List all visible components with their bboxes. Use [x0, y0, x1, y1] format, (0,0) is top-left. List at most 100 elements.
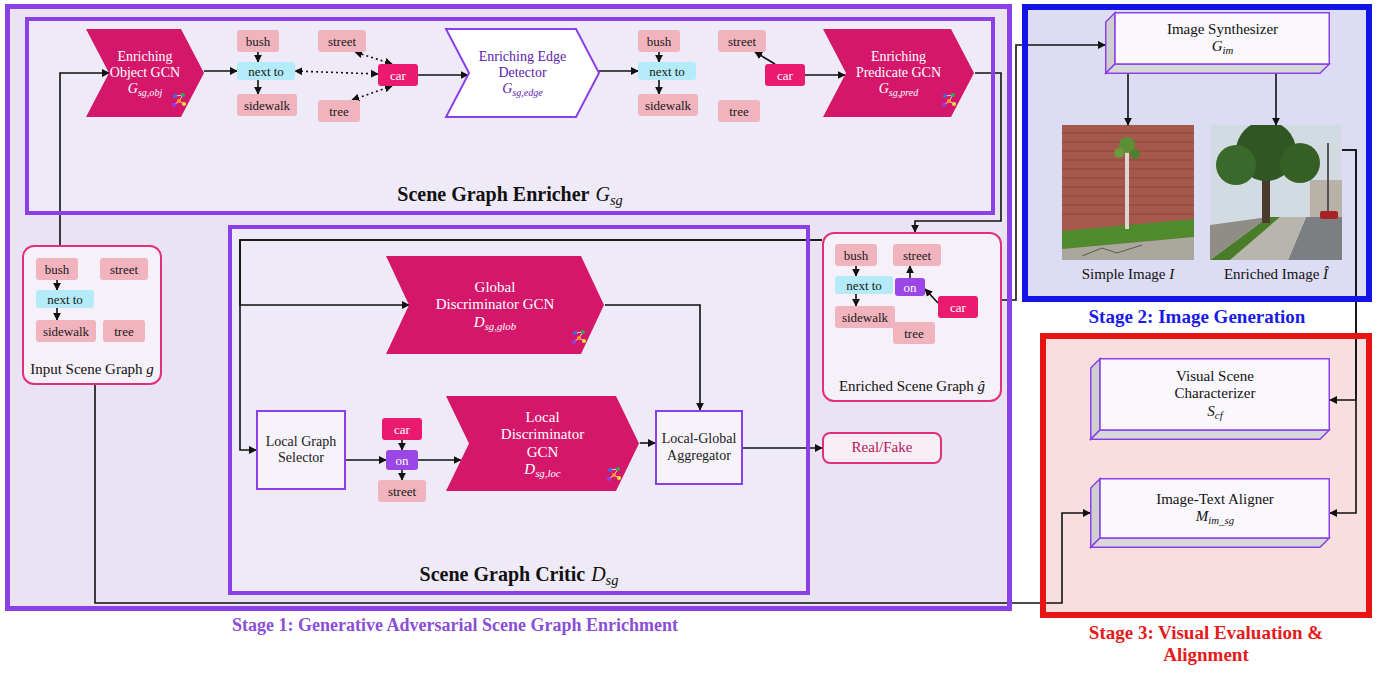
graph-node: street [100, 258, 148, 280]
graph-icon-dot [616, 467, 620, 471]
chevron-outline [446, 396, 639, 491]
illustration-part [1327, 143, 1329, 217]
node-text: Dsg,loc [524, 461, 560, 478]
node-text: bush [647, 35, 672, 48]
node-text: Stage 1: Generative Adversarial Scene Gr… [232, 615, 678, 635]
gcn-chevron: Enriching Edge DetectorGsg,edge [445, 28, 600, 118]
node-text: street [328, 35, 356, 48]
graph-node: tree [318, 100, 360, 122]
cube-front [1100, 359, 1329, 430]
graph-node: street [318, 30, 366, 52]
illustration-part [1125, 147, 1129, 229]
symbol-subscript: im [1223, 44, 1234, 56]
panel-heading: Stage 2: Image Generation [1027, 306, 1367, 328]
node-text: Local-Global Aggregator [660, 431, 738, 463]
process-box: Local-Global Aggregator [655, 410, 743, 485]
group-panel: Stage 2: Image GenerationImage Synthesiz… [1022, 4, 1372, 302]
connector [355, 52, 392, 64]
connector [599, 70, 638, 72]
graph-icon-dot [617, 476, 621, 480]
node-text: street [903, 249, 931, 262]
node-text: Local Graph Selector [261, 434, 341, 466]
graph-node: street [893, 244, 941, 266]
connector [1330, 150, 1356, 400]
symbol-letter: Î [1323, 266, 1328, 282]
connector [56, 280, 58, 290]
chevron-outline [86, 29, 204, 117]
node-text: on [396, 454, 409, 467]
symbol-letter: G [502, 81, 512, 96]
symbol-subscript: sg,glob [485, 319, 517, 331]
graph-node: bush [835, 244, 877, 266]
graph-node: sidewalk [36, 320, 96, 342]
graph-node: sidewalk [237, 94, 297, 116]
graph-icon-dot [177, 99, 181, 103]
node-text: Real/Fake [852, 439, 913, 456]
connector [640, 442, 655, 444]
node-text: Gsg,edge [502, 81, 543, 97]
node-label: Visual Scene CharacterizerScf [1145, 360, 1285, 428]
graph-icon [172, 93, 186, 107]
connector [418, 74, 468, 76]
node-text: Stage 3: Visual Evaluation & Alignment [1089, 622, 1323, 665]
illustration-part [1062, 125, 1194, 260]
panel-fill [228, 225, 810, 595]
connector [805, 74, 845, 76]
node-text: Visual Scene Characterizer [1145, 368, 1285, 403]
node-text: street [388, 485, 416, 498]
graph-icon-dot [172, 103, 176, 107]
node-text: bush [45, 263, 70, 276]
node-text: Scf [1207, 403, 1222, 420]
cube-side [1091, 359, 1100, 440]
graph-icon [942, 93, 956, 107]
panel-heading: Scene Graph Enricher Gsg [29, 183, 991, 206]
connector [1330, 150, 1356, 513]
graph-icon-dot [608, 468, 612, 472]
cube-side [1091, 479, 1100, 548]
node-text: street [728, 35, 756, 48]
symbol-letter: D [524, 461, 535, 477]
node-text: Gsg [595, 183, 622, 205]
graph-node: bush [36, 258, 78, 280]
cube-front [1100, 479, 1329, 538]
node-text: Scene Graph Enricher [397, 183, 589, 205]
node-text: next to [649, 65, 685, 78]
symbol-subscript: im_sg [1208, 514, 1234, 526]
symbol-subscript: sg,loc [535, 466, 561, 478]
graph-icon [572, 330, 586, 344]
graph-icon-dot [607, 477, 611, 481]
graph-node: car [378, 64, 418, 86]
graph-node: sidewalk [835, 306, 895, 328]
node-text: Stage 2: Image Generation [1089, 306, 1306, 327]
connector [925, 289, 938, 303]
node-text: street [110, 263, 138, 276]
connector [295, 71, 378, 74]
graph-node: car [382, 418, 422, 440]
connector [855, 266, 857, 276]
connector [855, 294, 857, 306]
group-panel: Scene Graph EnricherGsgEnriching Object … [25, 17, 995, 215]
node-text: Input Scene Graph g [30, 361, 154, 377]
graph-icon-dot [612, 473, 616, 477]
node-text: Gsg,obj [128, 81, 162, 97]
connector [658, 80, 660, 94]
graph-icon-dot [947, 99, 951, 103]
node-text: next to [846, 279, 882, 292]
symbol-letter: M [1196, 508, 1209, 524]
panel-heading: Stage 1: Generative Adversarial Scene Gr… [175, 615, 735, 636]
cube-shape [1090, 478, 1330, 548]
connector [346, 459, 386, 461]
symbol-subscript: sg,edge [512, 87, 543, 98]
graph-node: sidewalk [638, 94, 698, 116]
node-text: sidewalk [842, 311, 888, 324]
node-text: Scene Graph Critic [420, 563, 586, 585]
node-text: sidewalk [645, 99, 691, 112]
graph-node: next to [237, 62, 295, 80]
graph-node: car [938, 296, 978, 318]
simple-image [1062, 125, 1194, 260]
node-label: Image SynthesizerGim [1138, 14, 1308, 62]
symbol-letter: G [595, 183, 609, 205]
node-text: car [950, 301, 966, 314]
connector [909, 266, 911, 278]
